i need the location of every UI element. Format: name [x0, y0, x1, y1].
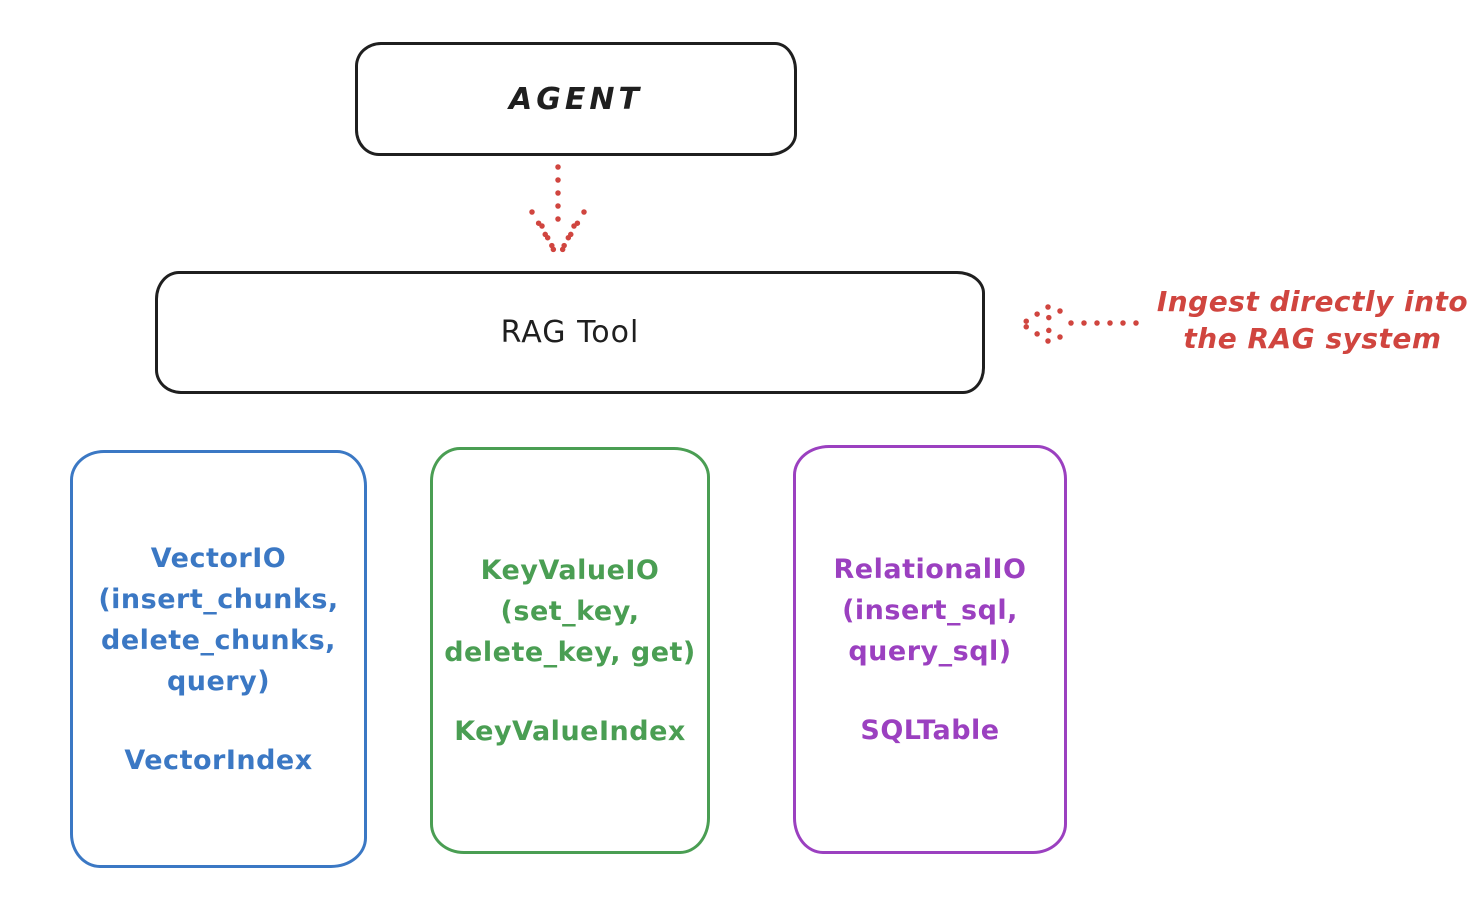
ingest-annotation-line1: Ingest directly into — [1156, 285, 1469, 318]
agent-label: AGENT — [509, 81, 643, 117]
ingest-annotation-line2: the RAG system — [1183, 322, 1442, 355]
rag-tool-box: RAG Tool — [155, 271, 985, 394]
vector-io-line: query) — [166, 665, 271, 697]
relational-io-line: RelationalIO — [833, 553, 1027, 585]
vector-io-box: VectorIO (insert_chunks, delete_chunks, … — [70, 450, 367, 868]
keyvalue-io-line: (set_key, — [500, 595, 640, 627]
keyvalue-io-line: delete_key, get) — [444, 636, 696, 668]
sql-table-label: SQLTable — [860, 714, 1000, 746]
keyvalue-index-label: KeyValueIndex — [454, 715, 686, 747]
relational-io-line: (insert_sql, — [842, 594, 1018, 626]
vector-io-line: (insert_chunks, — [98, 583, 339, 615]
relational-io-box: RelationalIO (insert_sql, query_sql) SQL… — [793, 445, 1067, 854]
relational-io-line: query_sql) — [848, 635, 1012, 667]
rag-tool-label: RAG Tool — [500, 315, 640, 350]
agent-box: AGENT — [355, 42, 797, 156]
ingest-arrow-icon — [1019, 304, 1139, 344]
ingest-annotation: Ingest directly into the RAG system — [1140, 283, 1484, 357]
vector-index-label: VectorIndex — [124, 744, 313, 776]
agent-to-ragtool-arrow-icon — [529, 164, 587, 262]
keyvalue-io-line: KeyValueIO — [480, 554, 660, 586]
keyvalue-io-box: KeyValueIO (set_key, delete_key, get) Ke… — [430, 447, 710, 854]
vector-io-line: delete_chunks, — [101, 624, 336, 656]
vector-io-line: VectorIO — [150, 542, 287, 574]
